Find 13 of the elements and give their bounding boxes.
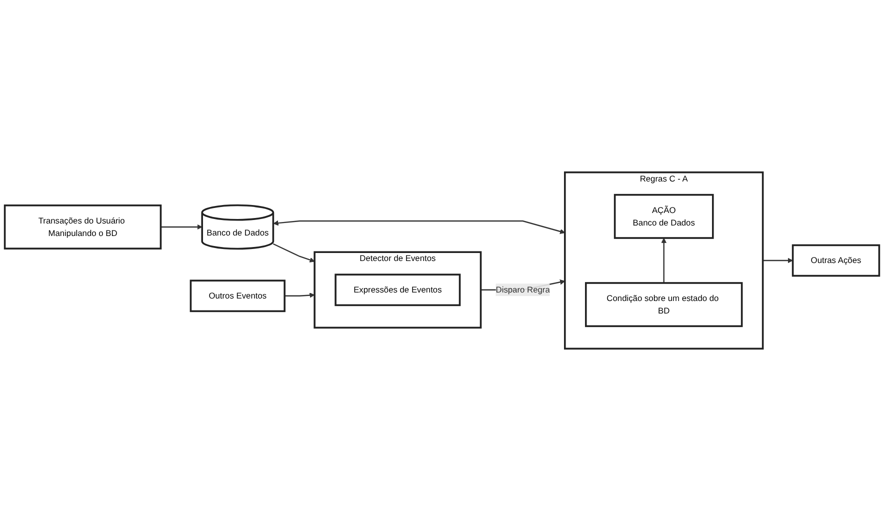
arrow — [273, 220, 566, 234]
edge-label: Disparo Regra — [496, 284, 550, 294]
arrow — [160, 224, 202, 230]
node-box: Condição sobre um estado do BD — [585, 282, 743, 328]
arrow — [661, 238, 666, 283]
node-box: AÇÃO Banco de Dados — [614, 194, 714, 239]
node-box: Transações do Usuário Manipulando o BD — [4, 204, 162, 250]
node-box: Outras Ações — [792, 244, 880, 277]
node-box: Outros Eventos — [190, 280, 286, 312]
node-box: Expressões de Eventos — [334, 274, 461, 306]
arrow — [284, 292, 315, 298]
arrow — [272, 243, 315, 262]
arrow — [762, 258, 794, 264]
